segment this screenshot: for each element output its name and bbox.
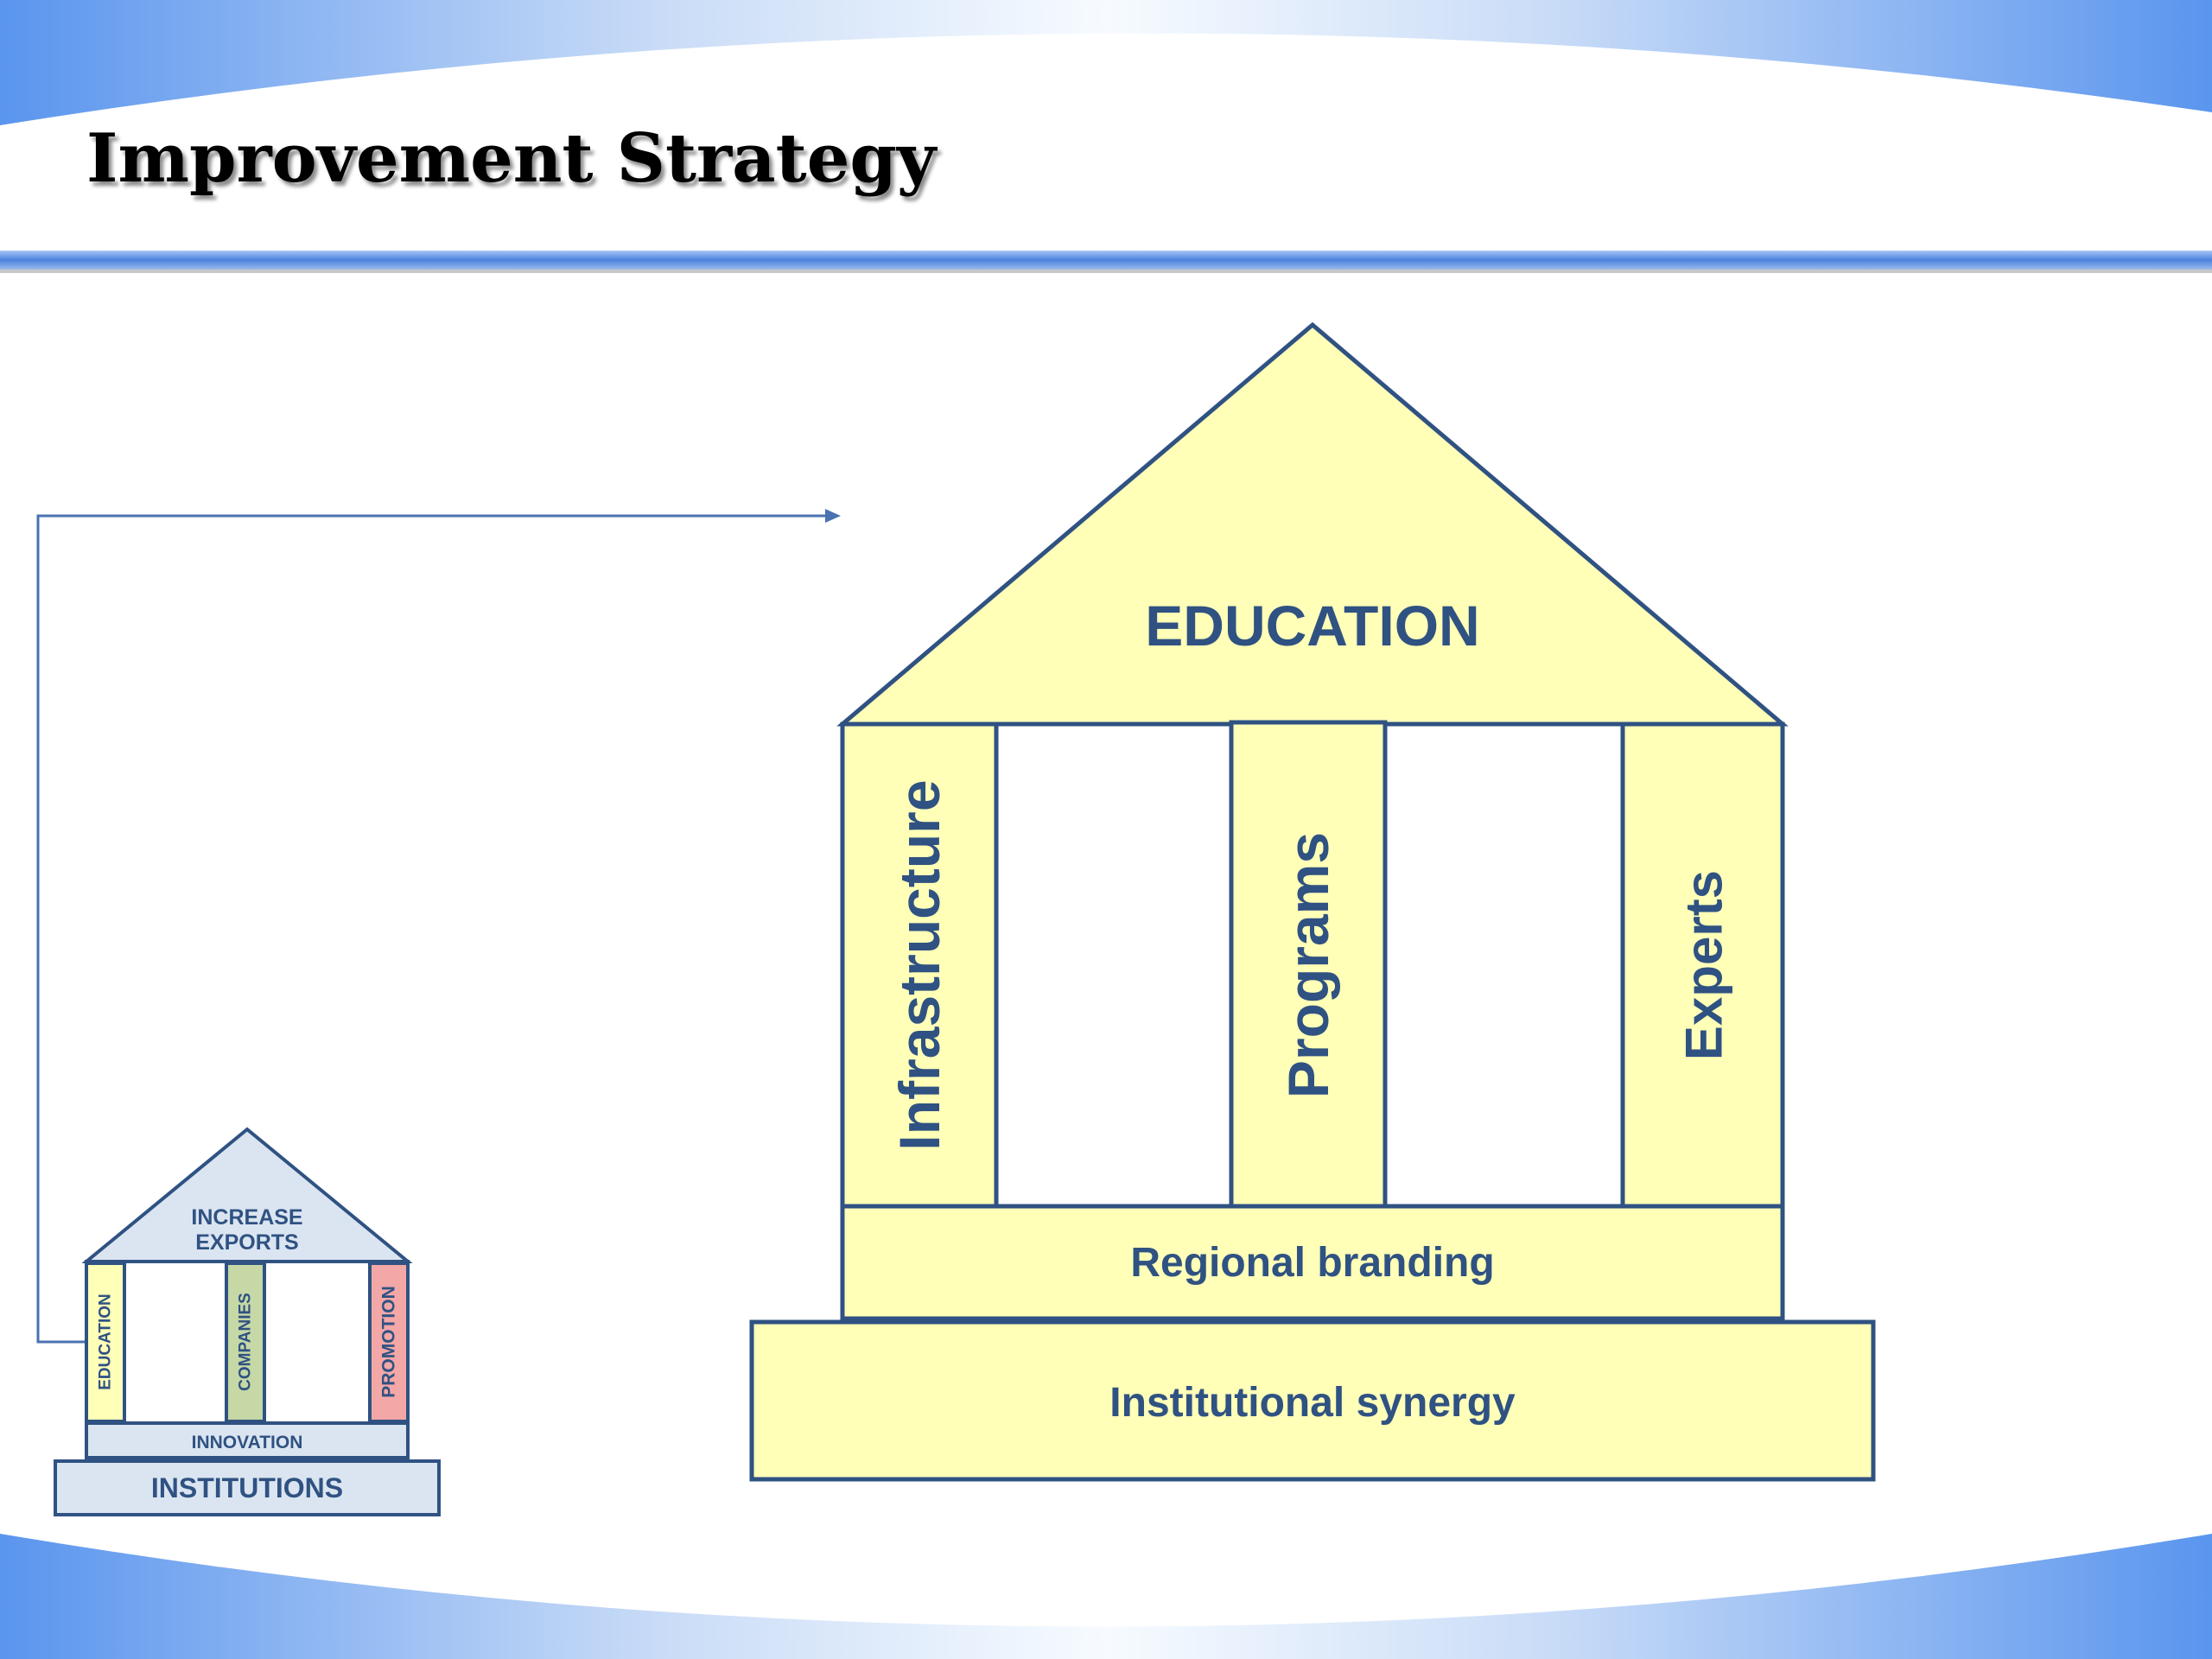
- large-base-label: Institutional synergy: [1109, 1380, 1516, 1426]
- small-foundation: [85, 1421, 410, 1459]
- small-pillar-education: [85, 1262, 126, 1423]
- large-temple: [749, 321, 1876, 1482]
- small-temple: [54, 1127, 441, 1516]
- top-swoosh: [0, 0, 2212, 125]
- small-base: [54, 1459, 441, 1516]
- header-bar: [0, 251, 2212, 270]
- small-pillar-companies-label: COMPANIES: [237, 1293, 255, 1391]
- small-roof-label-line-2: EXPORTS: [195, 1230, 298, 1255]
- pillar-experts-label: Experts: [1675, 870, 1733, 1060]
- small-foundation-label: INNOVATION: [192, 1433, 303, 1452]
- large-foundation-label: Regional branding: [1130, 1240, 1494, 1286]
- large-base: [749, 1319, 1876, 1482]
- pillar-programs-label: Programs: [1276, 832, 1340, 1098]
- pillar-infrastructure-label: Infrastructure: [887, 779, 951, 1150]
- small-roof-label-line-1: INCREASE: [191, 1205, 302, 1230]
- header-bar-shadow: [0, 270, 2212, 273]
- bottom-swoosh: [0, 1534, 2212, 1659]
- small-pillar-companies: [225, 1262, 266, 1423]
- large-roof: [836, 321, 1789, 727]
- slide-title: Improvement Strategy: [86, 119, 937, 198]
- large-roof-label: EDUCATION: [1145, 594, 1479, 658]
- pillar-programs: [1229, 720, 1388, 1209]
- connector-arrowhead: [825, 509, 841, 523]
- large-foundation: [840, 1204, 1785, 1321]
- small-pillar-promotion-label: PROMOTION: [379, 1286, 399, 1398]
- small-pillar-education-label: EDUCATION: [97, 1294, 115, 1390]
- small-base-label: INSTITUTIONS: [151, 1472, 343, 1503]
- connector-line: [36, 514, 830, 1344]
- pillar-infrastructure: [840, 721, 999, 1209]
- small-pillar-promotion: [368, 1262, 410, 1423]
